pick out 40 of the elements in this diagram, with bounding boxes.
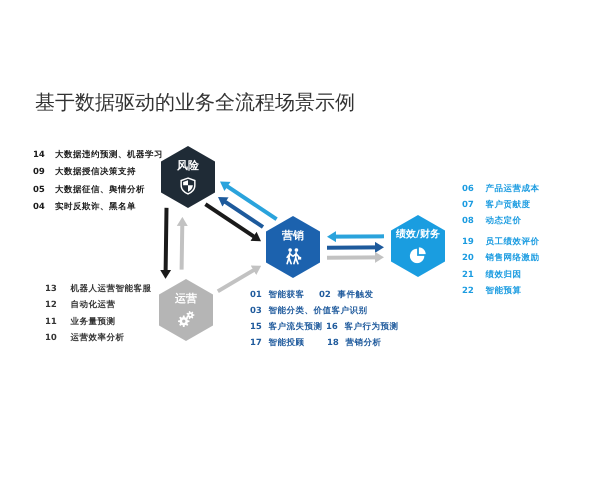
- list-item: 15 客户流失预测: [250, 322, 322, 332]
- hexagon: [391, 215, 445, 277]
- arrow: [176, 216, 188, 270]
- list-item: 13 机器人运营智能客服: [45, 284, 152, 294]
- node-title: 运营: [175, 292, 197, 306]
- node-title: 绩效/财务: [396, 228, 440, 242]
- list-item: 06 产品运营成本: [462, 184, 540, 194]
- arrow: [216, 195, 264, 229]
- list-item: 19 员工绩效评价: [462, 236, 540, 248]
- list-item: 11 业务量预测: [45, 316, 116, 328]
- list-item: 10 运营效率分析: [45, 332, 124, 344]
- list-item: 16 客户行为预测: [326, 322, 398, 332]
- list-item: 12 自动化运营: [45, 300, 116, 310]
- node-title: 风险: [177, 159, 199, 172]
- arrow: [216, 264, 262, 294]
- arrow: [326, 242, 384, 253]
- list-item: 14 大数据违约预测、机器学习: [33, 150, 164, 160]
- list-item: 03 智能分类、价值客户识别: [250, 306, 368, 316]
- hexagon: [266, 216, 320, 278]
- arrow: [160, 208, 172, 279]
- hexagon: [161, 146, 215, 208]
- list-item: 04 实时反欺诈、黑名单: [33, 202, 136, 212]
- list-item: 20 销售网络激励: [462, 252, 540, 264]
- list-item: 08 动态定价: [462, 216, 522, 226]
- list-item: 21 绩效归因: [462, 270, 522, 280]
- arrow: [326, 231, 384, 242]
- list-item: 07 客户贡献度: [462, 200, 530, 210]
- arrow: [326, 252, 384, 263]
- list-item: 18 营销分析: [327, 338, 382, 348]
- list-item: 17 智能投顾: [250, 338, 304, 348]
- node-title: 营销: [282, 229, 304, 242]
- list-item: 01 智能获客: [250, 290, 304, 300]
- list-item: 02 事件触发: [319, 290, 374, 300]
- list-item: 22 智能预算: [462, 286, 522, 296]
- title: 基于数据驱动的业务全流程场景示例: [35, 90, 355, 114]
- hexagon: [159, 279, 213, 341]
- arrow: [204, 202, 262, 243]
- list-item: 05 大数据征信、舆情分析: [33, 184, 146, 196]
- arrow: [218, 180, 278, 221]
- list-item: 09 大数据授信决策支持: [33, 166, 136, 178]
